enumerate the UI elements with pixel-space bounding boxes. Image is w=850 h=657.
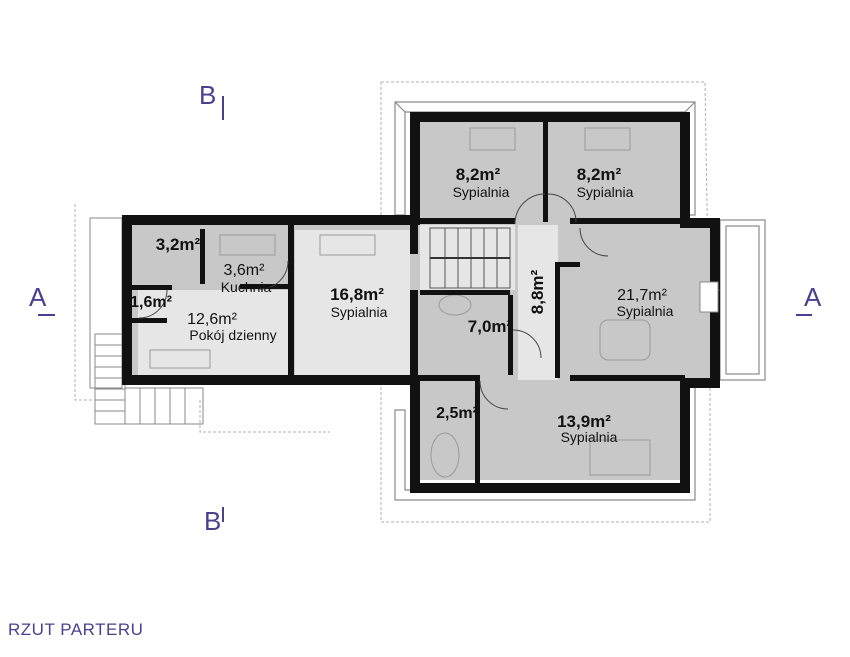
plan-title: RZUT PARTERU [8,620,144,639]
room-area-living: 12,6m² [187,311,237,328]
room-area-bed-ne: 8,2m² [577,165,622,184]
balcony-east [719,219,766,381]
section-marker-a-left: A [29,282,47,312]
room-name-bed-s: Sypialnia [561,429,618,445]
room-name-bed-nw: Sypialnia [453,184,510,200]
room-area-bath-a: 3,2m² [156,235,201,254]
room-area-bed-nw: 8,2m² [456,165,501,184]
room-area-bath-c: 2,5m² [436,405,478,422]
room-area-kitchen: 3,6m² [224,262,266,279]
terrace-west [89,217,204,425]
room-area-bed-mid: 16,8m² [330,285,384,304]
section-marker-a-right: A [804,282,822,312]
furniture [149,127,651,478]
roof-outline [74,81,711,523]
doors [138,193,720,410]
room-name-living: Pokój dzienny [189,327,276,343]
room-area-bed-e: 21,7m² [617,287,667,304]
walls [122,112,720,493]
section-marker-b-bottom: B [204,506,221,536]
stairs [429,227,511,289]
section-markers: A A B B [29,80,822,536]
room-name-kitchen: Kuchnia [221,279,272,295]
room-name-bed-mid: Sypialnia [331,304,388,320]
section-marker-b-top: B [199,80,216,110]
room-area-hall: 8,8m² [528,269,547,314]
room-name-bed-e: Sypialnia [617,303,674,319]
room-name-bed-ne: Sypialnia [577,184,634,200]
room-area-bed-s: 13,9m² [557,412,611,431]
room-area-bath-b: 7,0m² [468,317,513,336]
room-labels: 8,2m² Sypialnia 8,2m² Sypialnia 21,7m² S… [130,165,674,445]
room-area-wc: 1,6m² [130,294,172,311]
